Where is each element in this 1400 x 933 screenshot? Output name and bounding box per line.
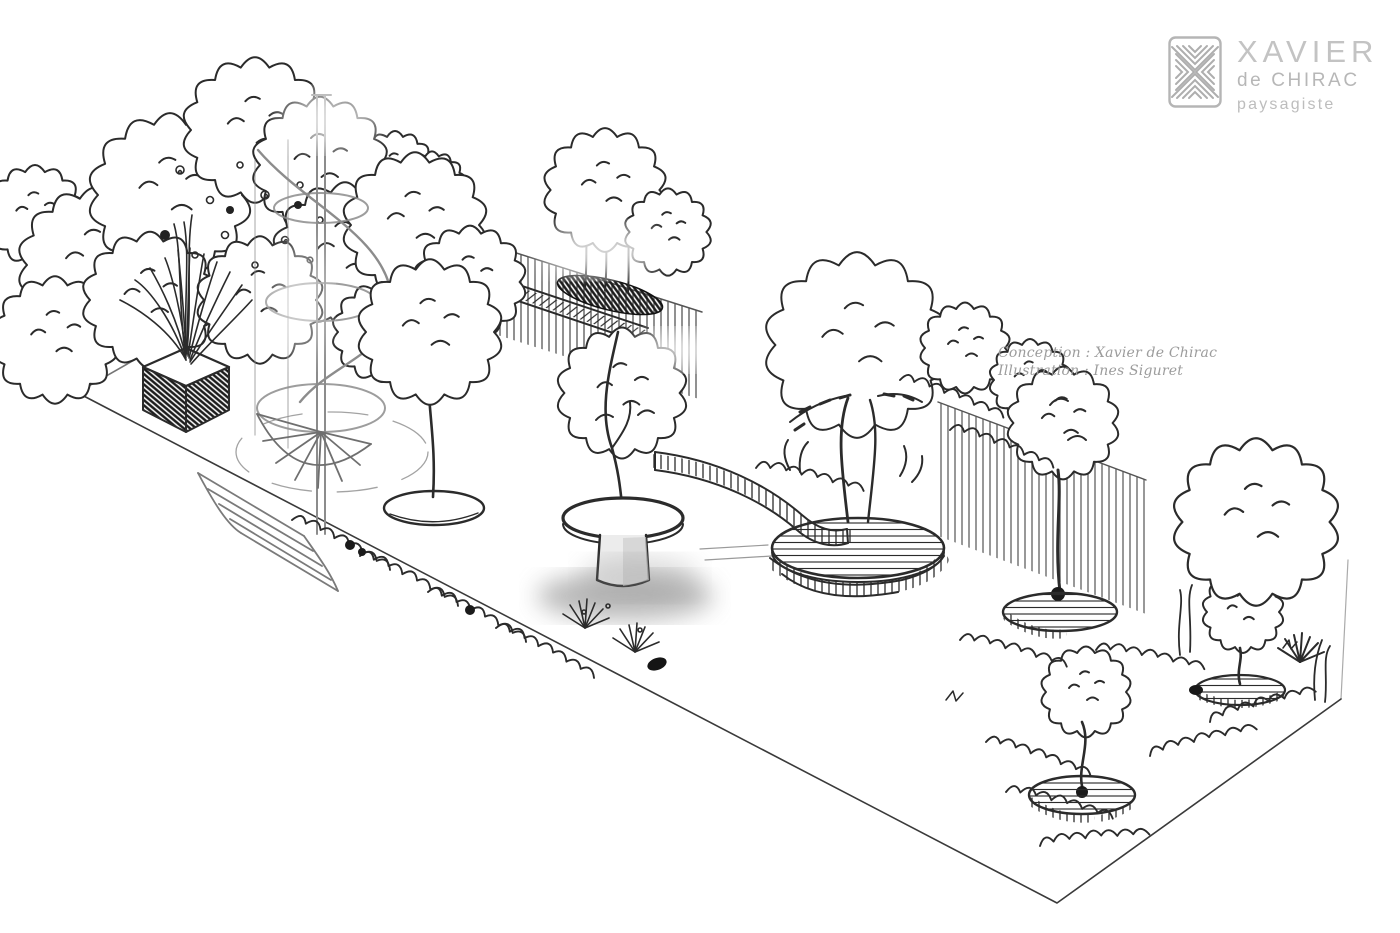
cloud-shrub — [1173, 437, 1339, 607]
brand-surname: de CHIRAC — [1237, 70, 1360, 91]
tree-on-round-platform — [765, 251, 949, 598]
brand-tagline: paysagiste — [1237, 96, 1336, 113]
credit-illustration: Illustration : Ines Siguret — [998, 363, 1184, 380]
low-scalloped-shrubs — [291, 369, 1317, 847]
brand-logo: XAVIER de CHIRAC paysagiste — [1168, 36, 1378, 114]
brand-logo-icon — [1168, 36, 1222, 108]
credits: Conception : Xavier de Chirac Illustrati… — [998, 344, 1217, 381]
soft-airbrush-shadow — [270, 90, 726, 600]
left-planter-box — [141, 346, 231, 433]
tree-on-round-pad — [357, 258, 503, 527]
climbing-flowers — [160, 161, 324, 269]
brand-name: XAVIER — [1237, 34, 1379, 69]
brand-logo-text: XAVIER de CHIRAC paysagiste — [1237, 36, 1378, 114]
ink-layer — [0, 56, 1349, 904]
spiky-perennials — [562, 598, 667, 671]
left-thicket — [0, 56, 526, 405]
credit-conception: Conception : Xavier de Chirac — [998, 345, 1218, 361]
small-trees-on-pads — [1001, 365, 1331, 823]
ornamental-grasses — [119, 214, 253, 365]
